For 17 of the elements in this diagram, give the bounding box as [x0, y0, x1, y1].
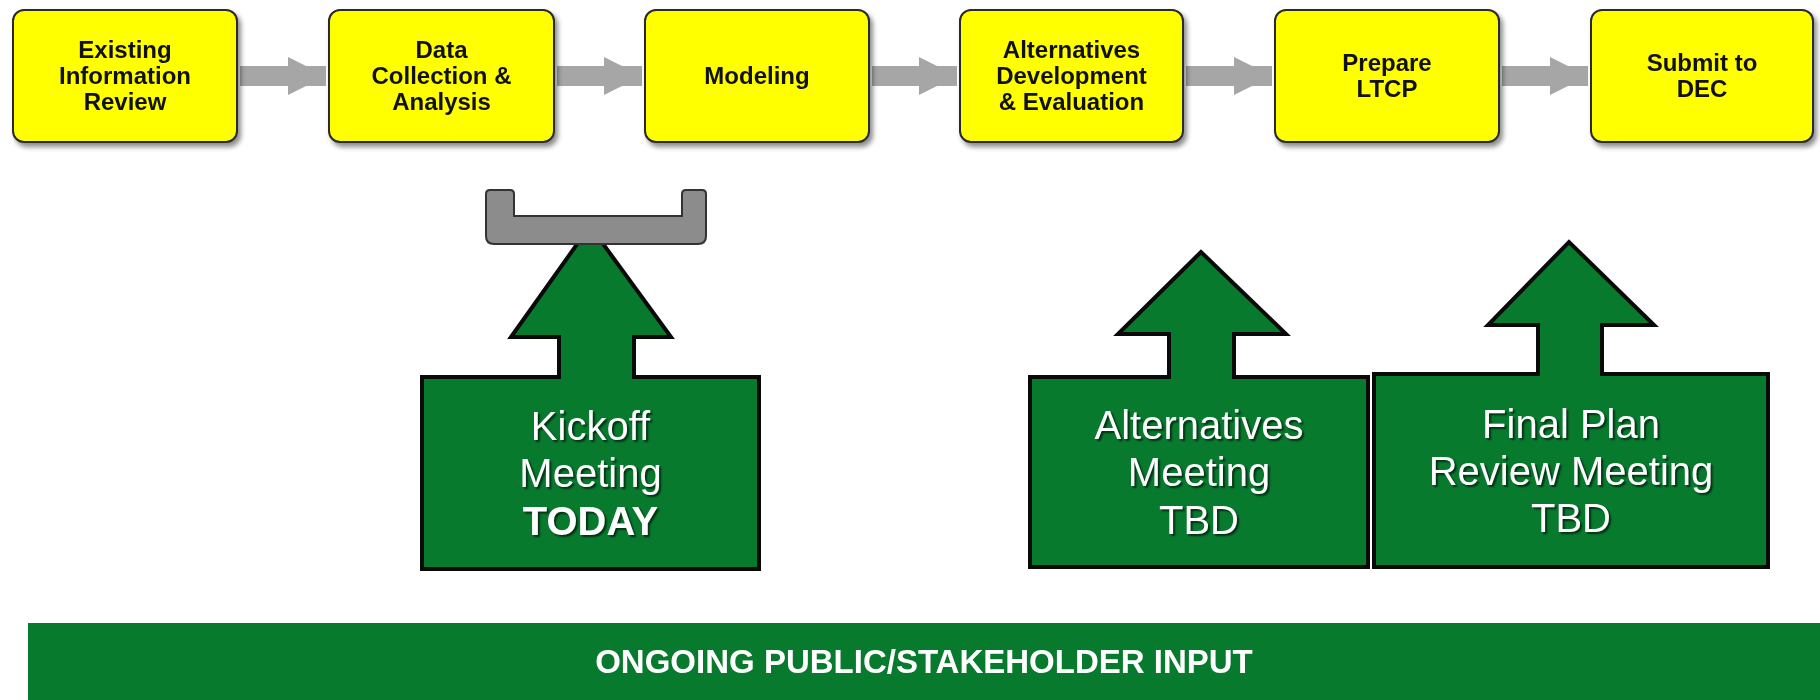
- arrow: [557, 57, 642, 95]
- meeting-date: TBD: [1159, 496, 1239, 544]
- meeting-date: TBD: [1531, 495, 1611, 543]
- process-box: Submit to DEC: [1590, 9, 1814, 143]
- arrow: [240, 57, 326, 95]
- meeting-name: Final Plan Review Meeting: [1427, 400, 1715, 495]
- meeting-name: Alternatives Meeting: [1093, 402, 1305, 497]
- process-box: Modeling: [644, 9, 870, 143]
- arrow: [872, 57, 957, 95]
- banner-bar: ONGOING PUBLIC/STAKEHOLDER INPUT: [28, 623, 1820, 700]
- meeting-date: TODAY: [522, 497, 659, 545]
- process-box: Data Collection & Analysis: [328, 9, 555, 143]
- arrow: [1186, 57, 1272, 95]
- meeting-name: Kickoff Meeting: [518, 403, 663, 498]
- process-box: Existing Information Review: [12, 9, 238, 143]
- process-box: Prepare LTCP: [1274, 9, 1500, 143]
- process-box: Alternatives Development & Evaluation: [959, 9, 1184, 143]
